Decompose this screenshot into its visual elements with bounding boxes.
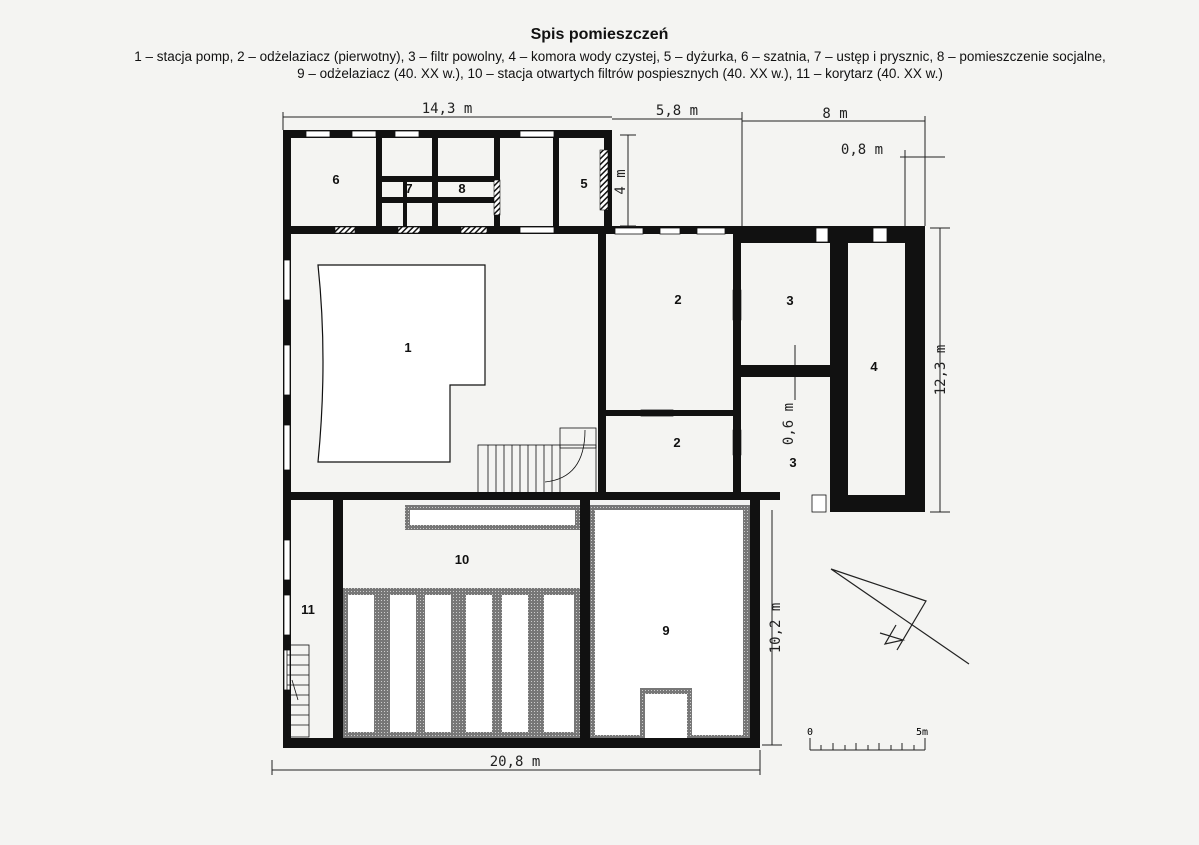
room-3-label: 3 (786, 293, 793, 308)
dimension-5-8: 5,8 m (656, 103, 698, 119)
room-labels: 1 2 2 3 3 4 5 6 7 8 9 10 11 (301, 172, 878, 638)
dimension-0-8: 0,8 m (841, 142, 883, 158)
room-2-label: 2 (674, 292, 681, 307)
room-1-label: 1 (404, 340, 411, 355)
room-6-label: 6 (332, 172, 339, 187)
dimension-8: 8 m (822, 106, 847, 122)
dimension-12-3: 12,3 m (933, 345, 949, 396)
room-9-label: 9 (662, 623, 669, 638)
scale-bar: 0 5m (807, 727, 928, 751)
legend-line-2: 9 – odżelaziacz (40. XX w.), 10 – stacja… (297, 66, 943, 81)
dimension-lines: 14,3 m 5,8 m 8 m 0,8 m 4 m 12,3 m 0,6 m … (271, 101, 950, 775)
dimension-14-3: 14,3 m (422, 101, 473, 117)
room-5-label: 5 (580, 176, 587, 191)
room-2-label: 2 (673, 435, 680, 450)
room-legend: 1 – stacja pomp, 2 – odżelaziacz (pierwo… (90, 48, 1150, 82)
room-4-label: 4 (870, 359, 878, 374)
scale-start: 0 (807, 727, 813, 738)
room-11-label: 11 (301, 602, 315, 617)
dimension-0-6: 0,6 m (781, 403, 797, 445)
legend-line-1: 1 – stacja pomp, 2 – odżelaziacz (pierwo… (134, 49, 1106, 64)
walls (283, 130, 925, 748)
dimension-4: 4 m (613, 169, 629, 194)
room-8-label: 8 (458, 181, 465, 196)
room-3-label: 3 (789, 455, 796, 470)
room-10-label: 10 (455, 552, 469, 567)
pump-foundation (317, 264, 486, 463)
plan-title: Spis pomieszczeń (530, 26, 669, 43)
scale-end: 5m (916, 727, 928, 738)
staircase (286, 427, 597, 738)
dimension-20-8: 20,8 m (490, 754, 541, 770)
room-7-label: 7 (405, 181, 412, 196)
dimension-10-2: 10,2 m (768, 603, 784, 654)
north-arrow-icon: N (830, 568, 970, 665)
